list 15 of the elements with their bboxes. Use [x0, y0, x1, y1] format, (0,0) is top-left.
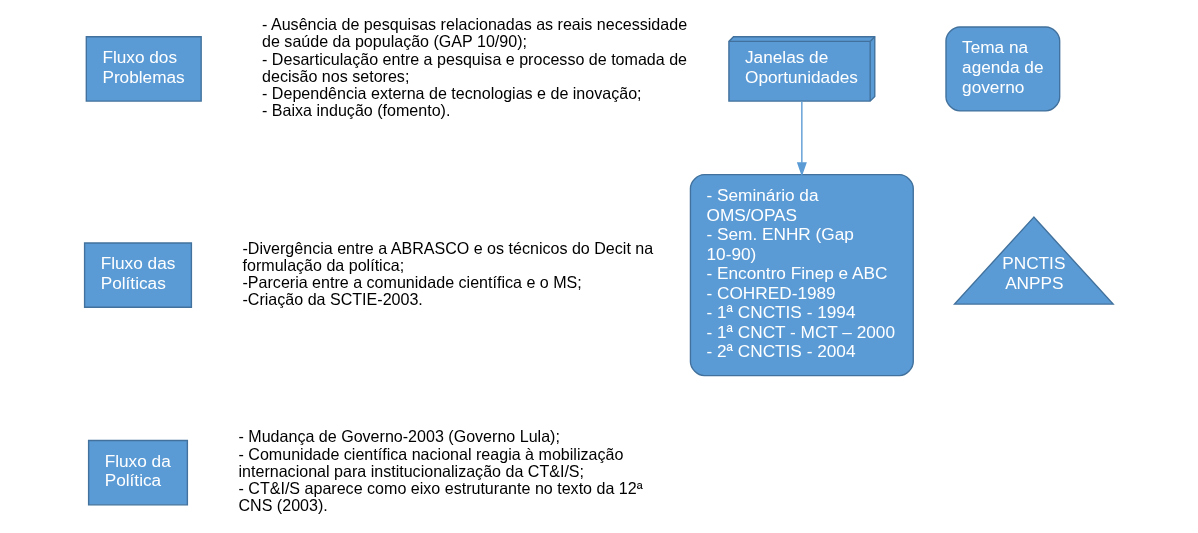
node-label: - CT&I/S aparece como eixo estruturante no texto da 12ª CNS (2003). — [238, 479, 643, 515]
node-box: Fluxo dos Problemas — [85, 36, 202, 102]
node-label: - Comunidade científica nacional reagia à mobilização internacional para institucionalização da CT&I/S; — [238, 444, 624, 480]
node-box: Fluxo das Políticas — [83, 242, 193, 308]
node-label: - Dependência externa de tecnologias e de inovação; — [262, 84, 642, 103]
node-label: - Mudança de Governo-2003 (Governo Lula); — [238, 427, 560, 446]
node-label: - Baixa indução (fomento). — [262, 101, 451, 120]
node-box: Tema na agenda de governo — [945, 26, 1061, 112]
arrow — [796, 100, 807, 177]
node-label: -Divergência entre a ABRASCO e os técnicos do Decit na formulação da política; — [242, 238, 654, 274]
node-box: - Seminário da OMS/OPAS - Sem. ENHR (Gap 10-90) - Encontro Finep e ABC - COHRED-1989 - 1ª CNCTIS - 1994 - 1ª CNCT - MCT – 2000 - 2ª CNCTIS - 2004 — [689, 173, 914, 377]
node-label: - Desarticulação entre a pesquisa e processo de tomada de decisão nos setores; — [262, 49, 688, 85]
node-label: -Criação da SCTIE-2003. — [242, 290, 423, 309]
node-box: Fluxo da Política — [87, 439, 189, 506]
node-label: - Ausência de pesquisas relacionadas as reais necessidade de saúde da população (GAP 10/90); — [262, 15, 688, 51]
